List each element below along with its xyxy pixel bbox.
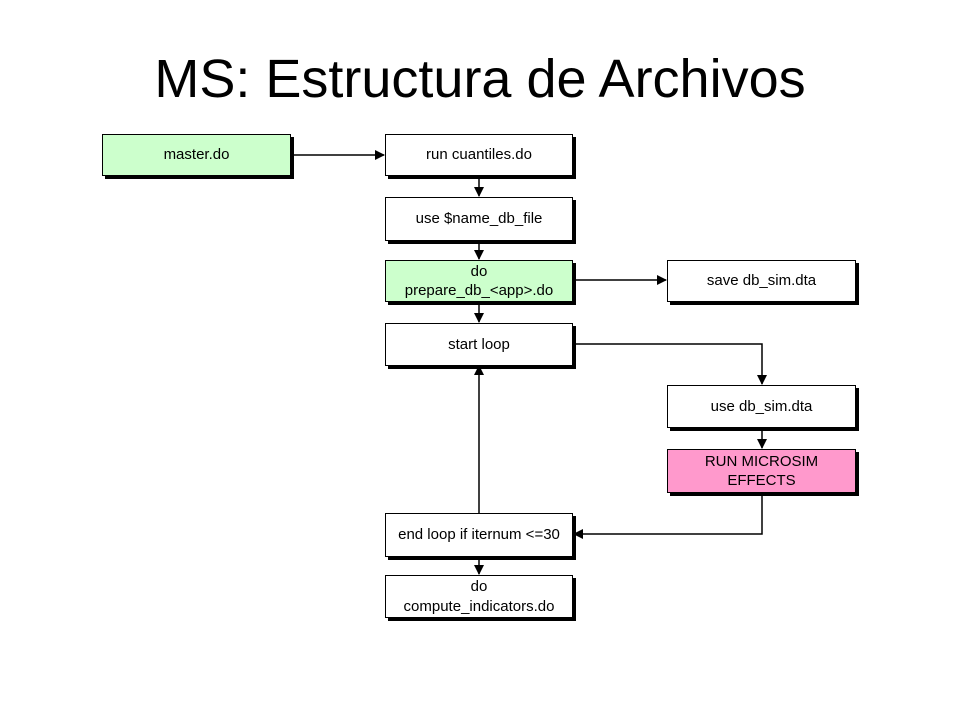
node-compute-indicators: do compute_indicators.do bbox=[385, 575, 573, 618]
node-prepare-db: do prepare_db_<app>.do bbox=[385, 260, 573, 302]
node-use-name-db-file: use $name_db_file bbox=[385, 197, 573, 241]
node-master-do: master.do bbox=[102, 134, 291, 176]
slide-title: MS: Estructura de Archivos bbox=[154, 49, 806, 109]
arrow-run-microsim-to-end-loop bbox=[573, 493, 763, 539]
arrow-start-loop-to-use-db-sim bbox=[573, 343, 767, 385]
node-run-microsim-effects: RUN MICROSIM EFFECTS bbox=[667, 449, 856, 493]
node-start-loop: start loop bbox=[385, 323, 573, 366]
node-run-cuantiles: run cuantiles.do bbox=[385, 134, 573, 176]
node-use-db-sim: use db_sim.dta bbox=[667, 385, 856, 428]
node-end-loop: end loop if iternum <=30 bbox=[385, 513, 573, 557]
node-save-db-sim: save db_sim.dta bbox=[667, 260, 856, 302]
